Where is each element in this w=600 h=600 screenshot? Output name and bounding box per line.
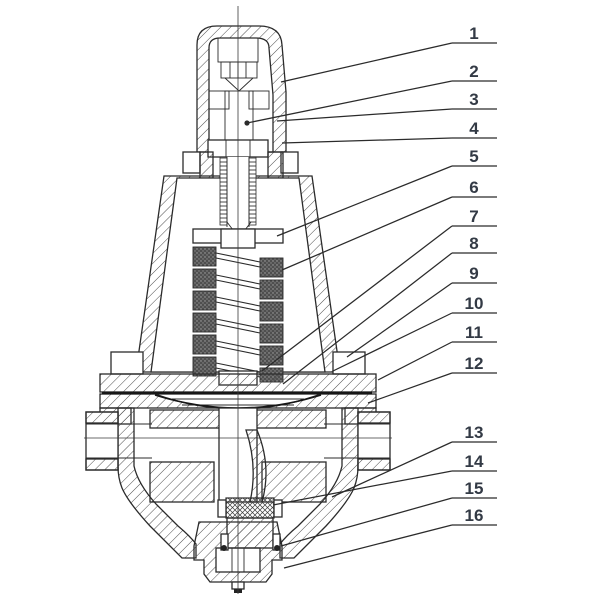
callout-number-8: 8 [469, 234, 478, 253]
callout-dot-2 [244, 120, 250, 126]
callout-number-3: 3 [469, 90, 478, 109]
inlet-port [85, 411, 152, 471]
callout-number-12: 12 [465, 354, 484, 373]
callout-number-6: 6 [469, 178, 478, 197]
partition-left [149, 461, 215, 503]
disc-holder [226, 517, 274, 549]
callout-leader-11 [377, 341, 453, 381]
callout-number-14: 14 [465, 452, 484, 471]
callout-leader-9 [346, 282, 453, 358]
disc-seal-right [274, 545, 280, 551]
callout-leader-13 [331, 441, 453, 498]
callout-number-5: 5 [469, 147, 478, 166]
callout-number-2: 2 [469, 62, 478, 81]
callout-leader-15 [280, 497, 453, 547]
callout-leader-1 [280, 42, 453, 83]
callout-leader-3 [276, 108, 453, 122]
callout-number-9: 9 [469, 264, 478, 283]
callout-leader-10 [332, 312, 453, 372]
callout-number-10: 10 [465, 294, 484, 313]
callout-leader-16 [283, 524, 453, 569]
callout-number-7: 7 [469, 207, 478, 226]
bonnet-ear-left [182, 151, 201, 174]
callout-number-1: 1 [469, 24, 478, 43]
disc-seal-element [225, 497, 275, 519]
screw-head [220, 61, 258, 79]
callout-leader-6 [281, 196, 453, 271]
partition-right [261, 461, 327, 503]
callout-leader-5 [276, 165, 453, 237]
callout-number-11: 11 [465, 323, 483, 342]
callout-number-4: 4 [469, 119, 479, 138]
callout-number-16: 16 [465, 506, 484, 525]
callout-number-13: 13 [465, 423, 484, 442]
disc-seal-left [221, 545, 227, 551]
callout-leader-12 [367, 372, 453, 404]
callout-leader-8 [282, 252, 453, 385]
callout-leader-7 [261, 225, 453, 372]
callout-leader-4 [281, 137, 453, 144]
callout-leader-2 [246, 80, 453, 124]
valve-disc [217, 497, 283, 551]
valve-body [85, 407, 391, 559]
bonnet-neck [182, 151, 299, 179]
callout-number-15: 15 [465, 479, 484, 498]
outlet-port [324, 411, 391, 471]
flange-bolt-left [110, 351, 144, 375]
callout-leader-14 [272, 470, 453, 506]
